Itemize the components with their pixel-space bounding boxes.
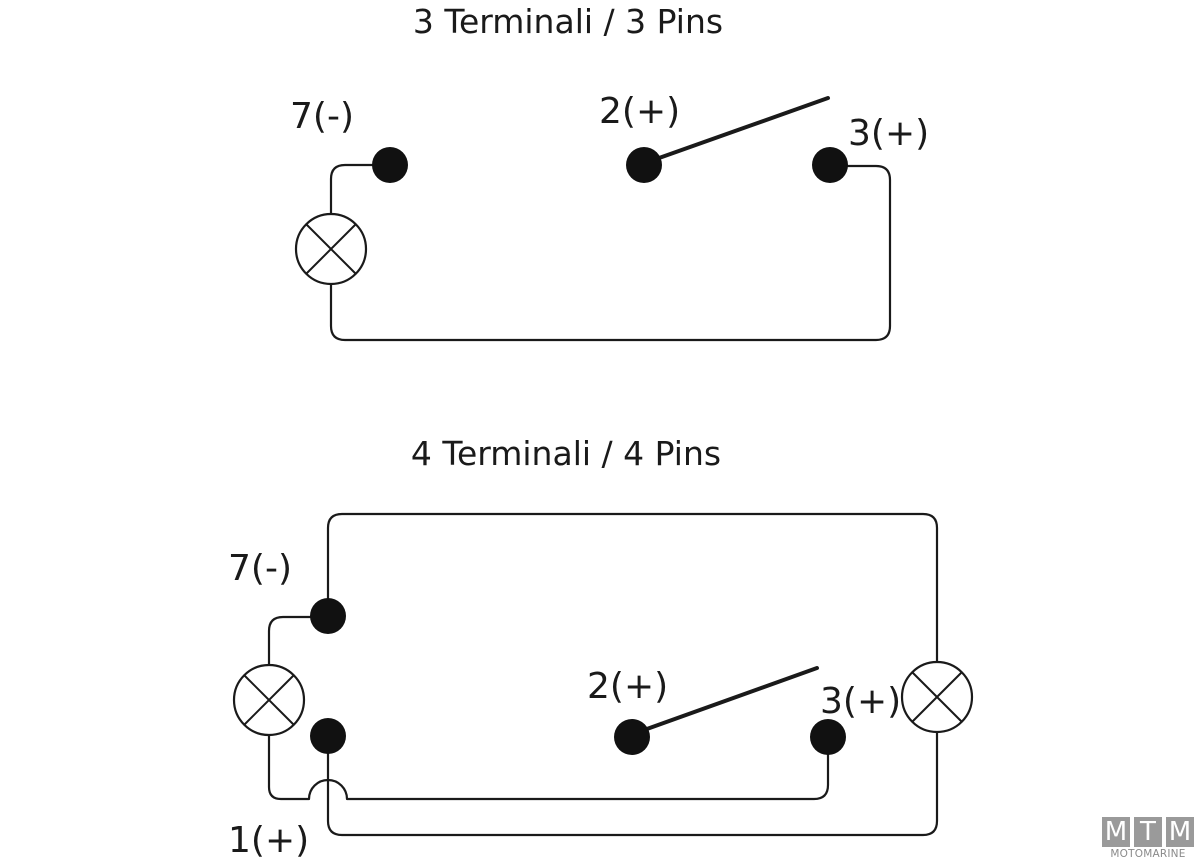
pin-2 [614,719,650,755]
diagram-title: 3 Terminali / 3 Pins [413,2,723,41]
pin-7 [372,147,408,183]
wire-left-lamp-to-3 [267,733,830,801]
pin-2 [626,147,662,183]
switch-lever [643,96,830,165]
wire-right-lamp-to-1 [326,730,939,837]
logo-letter: M [1102,817,1130,847]
wire-7-to-left-lamp [267,615,312,667]
pin-label-7: 7(-) [290,96,354,137]
lamp-icon [900,660,974,734]
pin-label-2: 2(+) [599,91,680,132]
pin-1 [310,718,346,754]
pin-3 [812,147,848,183]
logo-text: MOTOMARINE [1110,848,1186,860]
pin-label-1: 1(+) [228,820,309,861]
logo-letter: M [1166,817,1194,847]
switch-lever [631,666,819,736]
pin-3 [810,719,846,755]
pin-label-3: 3(+) [848,113,929,154]
pin-label-7: 7(-) [228,548,292,589]
pin-7 [310,598,346,634]
lamp-icon [294,212,368,286]
logo-letters: M T M [1102,817,1194,847]
diagram-title: 4 Terminali / 4 Pins [411,434,721,473]
diagram-3-pins: 3 Terminali / 3 Pins 7(-) 2(+) 3(+) [290,2,929,342]
wire-lamp-to-3 [329,164,892,342]
pin-label-3: 3(+) [820,681,901,722]
lamp-icon [232,663,306,737]
logo-letter: T [1134,817,1162,847]
wire-7-to-lamp [329,163,392,216]
diagram-4-pins: 4 Terminali / 4 Pins 7(-) 1(+) [228,434,974,861]
wire-7-to-right-lamp [326,512,939,664]
motomarine-logo: M T M MOTOMARINE [1102,817,1194,860]
pin-label-2: 2(+) [587,666,668,707]
